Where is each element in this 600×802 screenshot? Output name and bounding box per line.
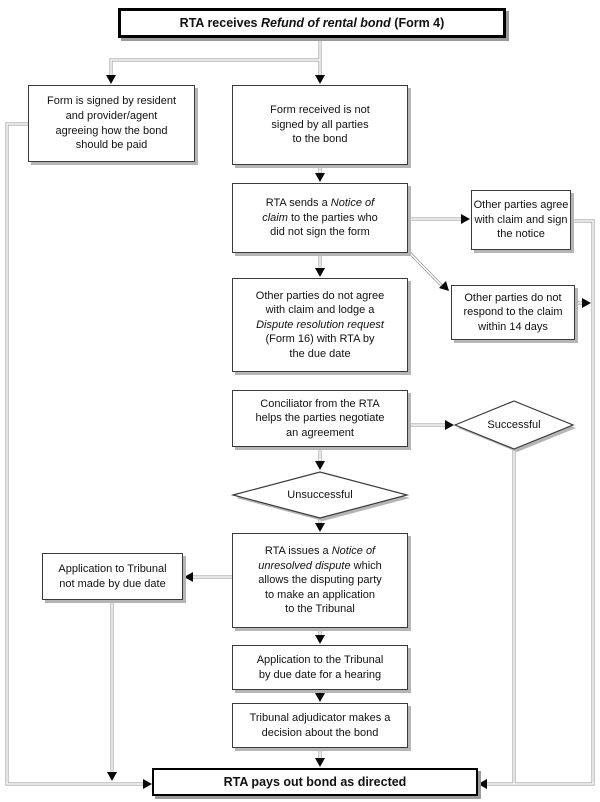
- arrowhead-icon: [107, 772, 117, 781]
- node-parties-agree-label: Other parties agree with claim and sign …: [473, 199, 569, 241]
- node-adjudicator: Tribunal adjudicator makes a decision ab…: [232, 703, 408, 748]
- node-unresolved-dispute: RTA issues a Notice of unresolved disput…: [232, 533, 408, 628]
- arrowhead-icon: [582, 298, 591, 308]
- arrowhead-group: [106, 75, 591, 789]
- node-parties-disagree-label: Other parties do not agree with claim an…: [255, 289, 385, 360]
- arrowhead-icon: [445, 420, 454, 430]
- node-unsuccessful-label: Unsuccessful: [287, 489, 353, 501]
- node-start: RTA receives Refund of rental bond (Form…: [118, 8, 506, 38]
- node-parties-no-response: Other parties do not respond to the clai…: [451, 285, 575, 340]
- arrowhead-icon: [315, 75, 325, 84]
- node-adjudicator-label: Tribunal adjudicator makes a decision ab…: [249, 711, 391, 739]
- node-notice-of-claim: RTA sends a Notice of claim to the parti…: [232, 183, 408, 253]
- arrowhead-icon: [315, 523, 325, 532]
- arrowhead-icon: [315, 461, 325, 470]
- node-form-signed-label: Form is signed by resident and provider/…: [47, 95, 176, 152]
- node-start-label: RTA receives Refund of rental bond (Form…: [179, 15, 445, 30]
- arrowhead-icon: [184, 572, 193, 582]
- arrowhead-icon: [315, 173, 325, 182]
- diamond-successful-shape: [453, 400, 575, 450]
- node-form-signed: Form is signed by resident and provider/…: [28, 85, 195, 162]
- node-unresolved-dispute-label: RTA issues a Notice of unresolved disput…: [258, 545, 382, 616]
- node-parties-disagree: Other parties do not agree with claim an…: [232, 278, 408, 372]
- node-tribunal-application: Application to the Tribunal by due date …: [232, 645, 408, 690]
- arrowhead-icon: [461, 214, 470, 224]
- node-parties-agree: Other parties agree with claim and sign …: [471, 190, 571, 250]
- arrowhead-icon: [143, 779, 152, 789]
- node-conciliator: Conciliator from the RTA helps the parti…: [232, 390, 408, 447]
- node-conciliator-label: Conciliator from the RTA helps the parti…: [255, 397, 385, 439]
- node-payout-label: RTA pays out bond as directed: [223, 774, 407, 789]
- node-tribunal-application-label: Application to the Tribunal by due date …: [256, 653, 384, 681]
- node-successful-label: Successful: [487, 419, 541, 431]
- arrowhead-icon: [439, 281, 449, 291]
- arrowhead-icon: [315, 268, 325, 277]
- node-tribunal-not-made: Application to Tribunal not made by due …: [42, 553, 183, 600]
- arrowhead-icon: [106, 75, 116, 84]
- arrowhead-icon: [315, 635, 325, 644]
- node-form-not-signed: Form received is not signed by all parti…: [232, 85, 408, 165]
- node-tribunal-not-made-label: Application to Tribunal not made by due …: [58, 562, 167, 590]
- diamond-unsuccessful-shape: [230, 471, 410, 519]
- node-form-not-signed-label: Form received is not signed by all parti…: [270, 104, 370, 146]
- node-notice-of-claim-label: RTA sends a Notice of claim to the parti…: [262, 197, 378, 239]
- arrowhead-icon: [478, 779, 487, 789]
- node-parties-no-response-label: Other parties do not respond to the clai…: [463, 291, 563, 333]
- arrowhead-icon: [315, 758, 325, 767]
- node-payout: RTA pays out bond as directed: [152, 768, 478, 796]
- arrowhead-icon: [315, 693, 325, 702]
